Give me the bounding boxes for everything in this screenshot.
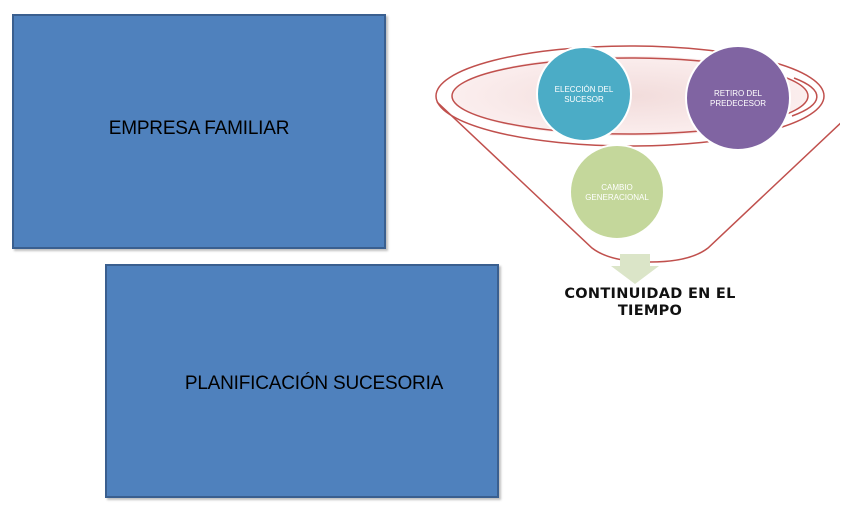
funnel-rim-inner-front: [791, 77, 818, 117]
outcome-line-2: TIEMPO: [617, 303, 683, 319]
funnel-diagram: ELECCIÓN DEL SUCESOR RETIRO DEL PREDECES…: [435, 45, 840, 263]
outcome-line-1: CONTINUIDAD EN EL: [564, 286, 736, 302]
cambio-line-1: CAMBIO: [601, 183, 633, 192]
eleccion-line-2: SUCESOR: [564, 95, 604, 104]
cambio-line-2: GENERACIONAL: [585, 193, 649, 202]
eleccion-del-sucesor-node: ELECCIÓN DEL SUCESOR: [536, 46, 632, 142]
retiro-line-2: PREDECESOR: [710, 99, 766, 108]
eleccion-line-1: ELECCIÓN DEL: [555, 85, 614, 94]
continuidad-en-el-tiempo-label: CONTINUIDAD EN EL TIEMPO: [525, 286, 775, 320]
planificacion-sucesoria-box: PLANIFICACIÓN SUCESORIA: [105, 264, 499, 498]
funnel-rim-inner: [451, 57, 809, 135]
empresa-familiar-box: EMPRESA FAMILIAR: [12, 14, 386, 249]
retiro-del-predecesor-node: RETIRO DEL PREDECESOR: [685, 45, 791, 151]
retiro-line-1: RETIRO DEL: [714, 89, 763, 98]
empresa-familiar-label: EMPRESA FAMILIAR: [108, 117, 290, 139]
cambio-generacional-node: CAMBIO GENERACIONAL: [569, 144, 665, 240]
planificacion-sucesoria-label: PLANIFICACIÓN SUCESORIA: [184, 373, 444, 394]
down-arrow-icon: [611, 254, 659, 284]
